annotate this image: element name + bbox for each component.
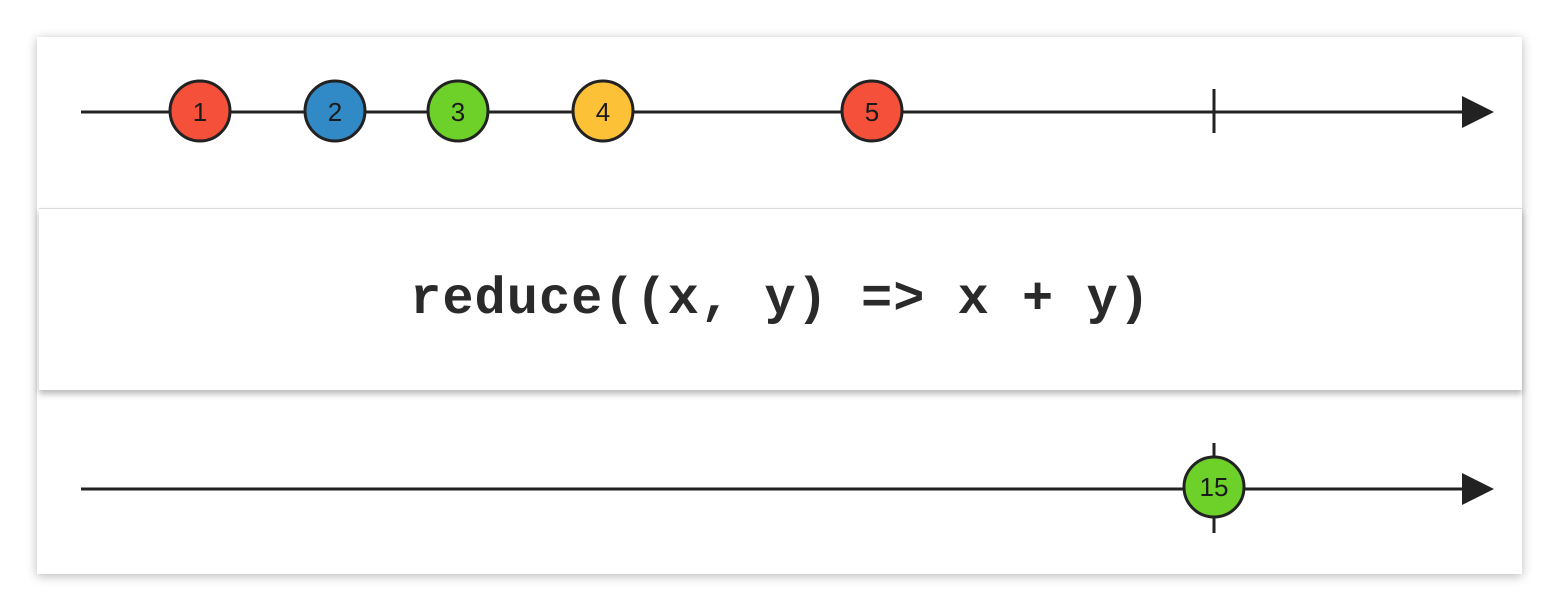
- output-marble-label: 15: [1200, 472, 1229, 502]
- input-marble-3-circle: [426, 79, 490, 143]
- output-timeline-arrowhead: [1462, 473, 1494, 505]
- input-marble-2: 2: [303, 79, 367, 143]
- input-marble-5: 5: [840, 79, 904, 143]
- input-timeline: 1 2 3 4 5: [81, 79, 1494, 143]
- input-marble-2-circle: [303, 79, 367, 143]
- input-marble-5-label: 5: [865, 97, 879, 127]
- input-marble-4: 4: [571, 79, 635, 143]
- input-marble-1-label: 1: [193, 97, 207, 127]
- output-marble-circle: [1182, 455, 1246, 519]
- input-timeline-arrowhead: [1462, 96, 1494, 128]
- input-marble-5-circle: [840, 79, 904, 143]
- input-marble-2-label: 2: [328, 97, 342, 127]
- input-marble-4-circle: [571, 79, 635, 143]
- input-marble-1-circle: [168, 79, 232, 143]
- input-marble-1: 1: [168, 79, 232, 143]
- input-marble-3: 3: [426, 79, 490, 143]
- input-marble-3-label: 3: [451, 97, 465, 127]
- output-timeline: 15: [81, 443, 1494, 533]
- operator-label: reduce((x, y) => x + y): [410, 270, 1151, 329]
- operator-box: reduce((x, y) => x + y): [39, 208, 1522, 390]
- input-marble-4-label: 4: [596, 97, 610, 127]
- output-marble-15: 15: [1182, 455, 1246, 519]
